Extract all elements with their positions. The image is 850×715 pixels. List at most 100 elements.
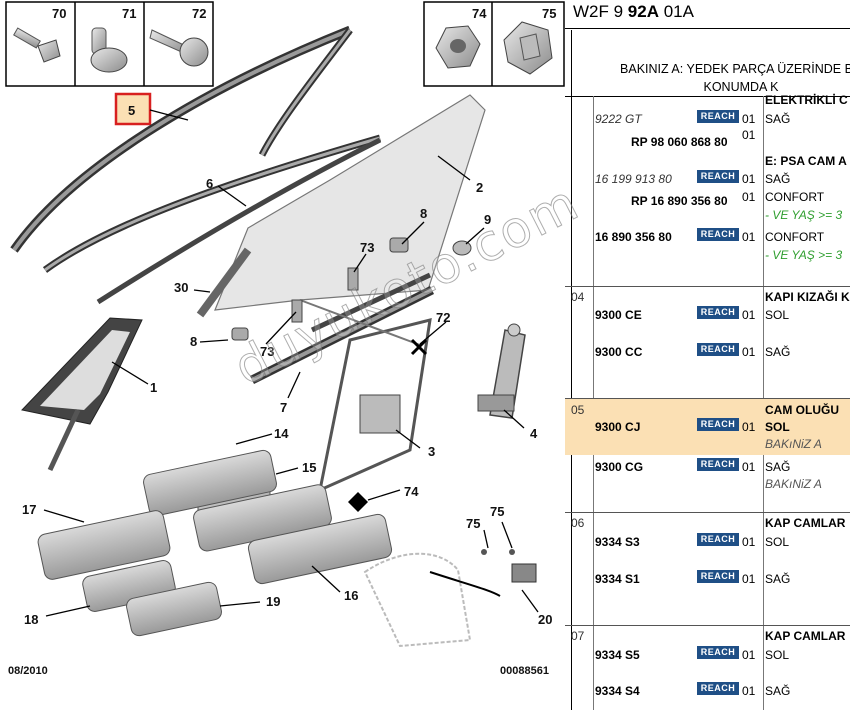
- part-8-clip-top: [389, 237, 409, 253]
- group-06-title: KAP CAMLAR: [765, 516, 846, 530]
- callout-7[interactable]: 7: [280, 400, 287, 415]
- reach-badge: REACH: [697, 533, 739, 546]
- exploded-diagram: 70 71 72 74 75 5 6 2 8 9 73 30 72 8 73 1…: [5, 1, 565, 677]
- desc: SAĞ: [765, 112, 791, 126]
- group-divider: [565, 398, 850, 399]
- reach-badge: REACH: [697, 646, 739, 659]
- desc: SAĞ: [765, 572, 791, 586]
- clip-75-icon: [503, 21, 553, 75]
- part-4-motor: [477, 323, 526, 419]
- qty: 01: [742, 648, 756, 662]
- callout-1[interactable]: 1: [150, 380, 157, 395]
- callout-15[interactable]: 15: [302, 460, 316, 475]
- desc: - VE YAŞ >= 3: [765, 248, 843, 262]
- switches-group: [37, 449, 393, 637]
- ref-rp9806086880[interactable]: RP 98 060 868 80: [631, 135, 728, 149]
- callout-2[interactable]: 2: [476, 180, 483, 195]
- qty: 01: [742, 308, 756, 322]
- callout-14[interactable]: 14: [274, 426, 289, 441]
- group-07-num: 07: [571, 629, 585, 643]
- ref-rp1689035680[interactable]: RP 16 890 356 80: [631, 194, 728, 208]
- callout-8a[interactable]: 8: [420, 206, 427, 221]
- desc-note: BAKıNiZ A: [765, 437, 822, 451]
- part-2-glass: [214, 94, 486, 311]
- desc: SAĞ: [765, 684, 791, 698]
- callout-73b[interactable]: 73: [260, 344, 274, 359]
- ref-9300ce[interactable]: 9300 CE: [595, 308, 642, 322]
- drawing-number: 00088561: [500, 665, 549, 677]
- diagram-svg: 70 71 72 74 75 5 6 2 8 9 73 30 72 8 73 1…: [5, 1, 565, 677]
- callout-19[interactable]: 19: [266, 594, 280, 609]
- qty: 01: [742, 128, 756, 142]
- callout-75a[interactable]: 75: [466, 516, 480, 531]
- desc: CONFORT: [765, 190, 825, 204]
- qty: 01: [742, 460, 756, 474]
- callout-5-highlight[interactable]: [114, 92, 152, 126]
- callout-3[interactable]: 3: [428, 444, 435, 459]
- parts-list-panel: W2F 9 92A 01A BAKINIZ A: YEDEK PARÇA ÜZE…: [565, 0, 850, 710]
- reach-badge: REACH: [697, 682, 739, 695]
- part-1-frame: [21, 317, 143, 472]
- reach-badge: REACH: [697, 110, 739, 123]
- ref-1689035680[interactable]: 16 890 356 80: [595, 230, 672, 244]
- callout-75b[interactable]: 75: [490, 504, 504, 519]
- callout-18[interactable]: 18: [24, 612, 38, 627]
- part-17-switch: [37, 510, 171, 580]
- callout-73a[interactable]: 73: [360, 240, 374, 255]
- part-15-switch: [143, 449, 277, 517]
- ref-9300cg[interactable]: 9300 CG: [595, 460, 644, 474]
- group-05-title: CAM OLUĞU: [765, 403, 839, 417]
- desc: CONFORT: [765, 230, 825, 244]
- callout-6[interactable]: 6: [206, 176, 213, 191]
- group-07-title: KAP CAMLAR: [765, 629, 846, 643]
- ref-9300cj[interactable]: 9300 CJ: [595, 420, 641, 434]
- callout-30[interactable]: 30: [174, 280, 188, 295]
- callout-71[interactable]: 71: [122, 6, 136, 21]
- callout-72-box[interactable]: 72: [192, 6, 206, 21]
- reach-badge: REACH: [697, 228, 739, 241]
- callout-17[interactable]: 17: [22, 502, 36, 517]
- callout-74[interactable]: 74: [404, 484, 419, 499]
- part-30-trim: [196, 247, 252, 318]
- group-06-num: 06: [571, 516, 585, 530]
- part-7-channel: [249, 272, 435, 385]
- qty: 01: [742, 190, 756, 204]
- callout-5[interactable]: 5: [128, 103, 135, 118]
- callout-9[interactable]: 9: [484, 212, 491, 227]
- desc: SOL: [765, 420, 790, 434]
- callout-16[interactable]: 16: [344, 588, 358, 603]
- ref-9334s3[interactable]: 9334 S3: [595, 535, 640, 549]
- callout-72[interactable]: 72: [436, 310, 450, 325]
- callout-70[interactable]: 70: [52, 6, 66, 21]
- part-73-clip-b: [291, 299, 303, 323]
- panel-header: W2F 9 92A 01A: [573, 2, 694, 21]
- callout-8b[interactable]: 8: [190, 334, 197, 349]
- ref-1619991380[interactable]: 16 199 913 80: [595, 172, 672, 186]
- callout-4[interactable]: 4: [530, 426, 538, 441]
- reach-badge: REACH: [697, 418, 739, 431]
- part-72-marker: [410, 338, 428, 356]
- part-9-clip: [452, 240, 472, 256]
- leader-lines: [43, 109, 539, 617]
- desc: SAĞ: [765, 345, 791, 359]
- qty: 01: [742, 230, 756, 244]
- ref-9334s1[interactable]: 9334 S1: [595, 572, 640, 586]
- group-05-num: 05: [571, 403, 585, 417]
- group-divider: [565, 512, 850, 513]
- callout-74-box[interactable]: 74: [472, 6, 487, 21]
- group-divider: [565, 625, 850, 626]
- qty: 01: [742, 112, 756, 126]
- callout-75-box[interactable]: 75: [542, 6, 556, 21]
- desc: SOL: [765, 535, 790, 549]
- ref-9334s4[interactable]: 9334 S4: [595, 684, 640, 698]
- ref-9222gt[interactable]: 9222 GT: [595, 112, 642, 126]
- desc: SAĞ: [765, 172, 791, 186]
- part-3-regulator: [299, 299, 432, 493]
- part-16-switch: [247, 513, 393, 585]
- date-code: 08/2010: [8, 665, 48, 677]
- ref-9300cc[interactable]: 9300 CC: [595, 345, 643, 359]
- ref-9334s5[interactable]: 9334 S5: [595, 648, 640, 662]
- callout-20[interactable]: 20: [538, 612, 552, 627]
- desc: SAĞ: [765, 460, 791, 474]
- bolt-70-icon: [13, 27, 61, 63]
